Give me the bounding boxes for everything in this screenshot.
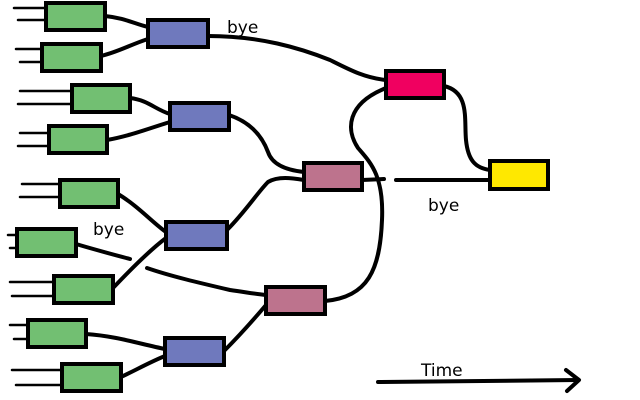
wire-e3-r1b: [128, 96, 172, 116]
wire-e2-r1a: [99, 37, 150, 58]
entrant-box: [70, 83, 132, 114]
wire-r1b-r2a: [227, 113, 306, 174]
bye-label-right: bye: [428, 196, 459, 216]
round1-box: [164, 220, 229, 251]
entrant-box: [26, 318, 88, 349]
wire-r1a-semi: [206, 34, 388, 82]
entrant-box: [40, 42, 103, 73]
bracket-wires: [74, 14, 581, 393]
entrant-box: [44, 1, 107, 32]
winner-box: [488, 159, 550, 191]
wire-r1c-r2a: [225, 176, 306, 232]
entrant-lead-wires: [6, 6, 74, 387]
time-arrow-shaft: [376, 378, 580, 384]
round2-box: [302, 161, 364, 192]
wire-e5-r1c: [116, 192, 168, 234]
round1-box: [146, 18, 210, 49]
wire-e7-r1c: [111, 236, 168, 290]
round2-boxes: [264, 161, 364, 316]
bye-label-top: bye: [227, 18, 258, 38]
time-label: Time: [420, 361, 463, 381]
entrant-box: [15, 227, 78, 258]
wire-bye-r2b: [145, 266, 268, 297]
wire-e6-bye: [74, 242, 132, 261]
entrant-boxes: [15, 1, 132, 393]
wire-e4-r1b: [105, 120, 172, 142]
entrant-box: [58, 178, 120, 209]
round1-box: [163, 336, 226, 367]
wire-e9-r1d: [119, 354, 167, 379]
entrant-box: [60, 362, 123, 393]
round1-boxes: [146, 18, 231, 367]
wire-r2a-final: [360, 177, 386, 182]
wire-r1d-r2b: [222, 303, 268, 353]
bye-label-left: bye: [93, 220, 124, 240]
wire-e8-r1d: [84, 332, 167, 351]
entrant-box: [52, 274, 115, 305]
semifinal-box: [384, 69, 446, 100]
round2-box: [264, 285, 327, 316]
wire-e1-r1a: [103, 14, 150, 29]
round1-box: [168, 101, 231, 132]
wire-r2b-semi: [323, 86, 388, 303]
entrant-box: [47, 124, 109, 155]
time-arrow-head: [564, 368, 581, 393]
wire-semi-final: [442, 84, 492, 172]
